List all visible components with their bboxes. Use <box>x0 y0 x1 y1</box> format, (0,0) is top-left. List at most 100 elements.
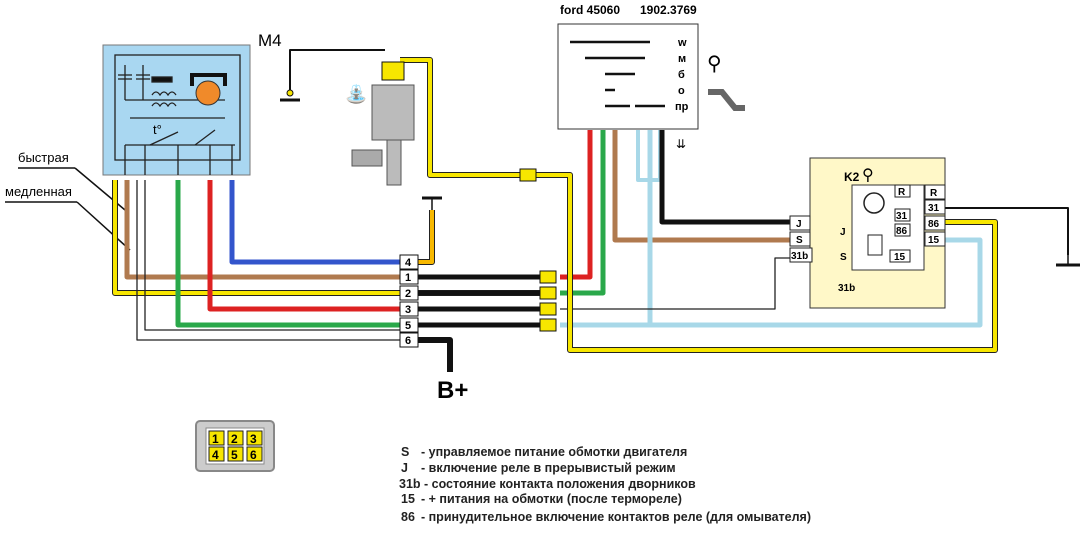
svg-text:31: 31 <box>896 211 908 222</box>
wiper-icon: ⚲ <box>707 53 722 75</box>
relay-pin-r <box>894 184 911 198</box>
wire-red-right <box>560 130 593 280</box>
brush-holder <box>190 73 227 86</box>
legend-key-j: J <box>401 461 408 475</box>
battery-label: B+ <box>437 377 468 404</box>
relay-ext-pin-s <box>789 231 811 247</box>
switch-pos-m: м <box>678 53 686 65</box>
svg-text:2: 2 <box>231 432 238 446</box>
relay-ext-pin-r <box>924 184 946 200</box>
svg-text:3: 3 <box>405 304 411 316</box>
connector-pin-4 <box>399 254 419 270</box>
lever-icon <box>708 89 745 111</box>
washer-spray-icon: ⛲ <box>345 83 367 105</box>
legend: S - управляемое питание обмотки двигател… <box>399 445 811 524</box>
switch-body <box>557 23 699 130</box>
svg-text:4: 4 <box>405 257 412 269</box>
svg-text:R: R <box>930 188 938 199</box>
plug-pin-5 <box>227 446 244 462</box>
wire-lightblue-relay <box>560 237 983 328</box>
relay-inner-31b: 31b <box>838 283 855 294</box>
wire-thin-31b <box>560 257 790 310</box>
wire-black-thin <box>136 180 400 341</box>
relay-ext-pin-86 <box>924 215 946 231</box>
motor-housing <box>102 44 251 176</box>
motor-internal-circuit <box>114 54 241 175</box>
relay-ext-pin-31b <box>789 247 813 263</box>
svg-text:5: 5 <box>405 320 411 332</box>
thermal-switch-label: t° <box>153 122 162 137</box>
column-switch: ford 45060 1902.3769 w м б о пр ⚲ ⇊ <box>557 3 745 151</box>
plug-pin-3 <box>246 430 263 446</box>
wire-green <box>175 180 400 328</box>
svg-text:31: 31 <box>928 203 940 214</box>
wire-ground-yellow <box>418 210 435 265</box>
washer-pump-body <box>371 84 415 141</box>
connector-pin-2 <box>399 285 419 301</box>
svg-text:R: R <box>898 187 906 198</box>
legend-text-31b: - состояние контакта положения дворников <box>424 477 696 491</box>
wire-brown-right <box>612 130 790 243</box>
wire-pump-ground <box>289 49 385 90</box>
plug-arrows <box>519 168 557 332</box>
wire-blue <box>229 180 400 265</box>
connector-pin-3 <box>399 301 419 317</box>
relay-pin-86 <box>894 223 911 237</box>
wire-battery <box>418 337 453 372</box>
plug-pin-1 <box>208 430 225 446</box>
svg-text:6: 6 <box>250 448 257 462</box>
relay-k2: K2 ⚲ R 31 86 15 J S 31b R 31 86 15 J S 3… <box>789 157 946 309</box>
legend-text-s: - управляемое питание обмотки двигателя <box>421 445 687 459</box>
plug-pin-6 <box>246 446 263 462</box>
switch-pos-w: w <box>677 37 687 49</box>
plug-pinout: 1 2 3 4 5 6 <box>195 420 275 472</box>
slow-speed-label: медленная <box>5 184 72 199</box>
switch-pos-o: о <box>678 85 685 97</box>
switch-pos-pr: пр <box>675 101 689 113</box>
svg-text:1: 1 <box>212 432 219 446</box>
wire-yellow-pump <box>400 57 520 178</box>
fast-speed-label: быстрая <box>18 150 69 165</box>
svg-text:15: 15 <box>928 235 940 246</box>
svg-text:2: 2 <box>405 288 411 300</box>
plug-pin-2 <box>227 430 244 446</box>
relay-coil-icon <box>863 192 885 214</box>
plug-pin-4 <box>208 446 225 462</box>
relay-pin-15 <box>889 249 911 263</box>
switch-ground-icon: ⇊ <box>676 137 686 151</box>
svg-text:S: S <box>796 235 803 246</box>
wire-ground-relay <box>945 207 1069 255</box>
relay-wiper-icon: ⚲ <box>862 167 874 184</box>
svg-text:5: 5 <box>231 448 238 462</box>
relay-ext-pin-15 <box>924 231 946 247</box>
switch-pos-b: б <box>678 69 685 81</box>
connector-pin-6 <box>399 332 419 348</box>
svg-text:86: 86 <box>896 226 908 237</box>
switch-part-label: ford 45060 <box>560 3 620 17</box>
relay-pin-31 <box>894 208 911 222</box>
relay-inner-j: J <box>840 227 846 238</box>
relay-ext-pin-j <box>789 215 811 231</box>
legend-key-86: 86 <box>401 510 415 524</box>
relay-label: K2 <box>844 170 860 184</box>
motor-block: M4 t° <box>102 31 282 176</box>
armature-icon <box>195 80 221 106</box>
slow-speed-pointer <box>76 201 131 251</box>
legend-text-15: - + питания на обмотки (после термореле) <box>421 492 682 506</box>
svg-text:6: 6 <box>405 335 411 347</box>
svg-text:4: 4 <box>212 448 219 462</box>
washer-pump: ⛲ <box>345 61 415 186</box>
svg-text:J: J <box>796 219 802 230</box>
svg-text:31b: 31b <box>791 251 808 262</box>
legend-key-15: 15 <box>401 492 415 506</box>
relay-inner-s: S <box>840 252 847 263</box>
svg-text:1: 1 <box>405 272 411 284</box>
svg-text:3: 3 <box>250 432 257 446</box>
legend-key-s: S <box>401 445 409 459</box>
connector-pin-5 <box>399 317 419 333</box>
svg-text:86: 86 <box>928 219 940 230</box>
motor-label: M4 <box>258 31 282 50</box>
wire-black-relay <box>659 130 790 225</box>
wires <box>112 49 1080 372</box>
